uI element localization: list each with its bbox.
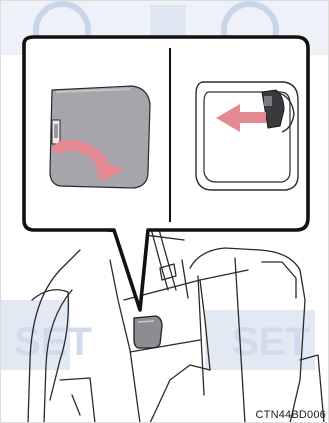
figure-code-label: CTN44BD006: [256, 409, 326, 421]
set-text-mark: SET: [232, 320, 310, 364]
fuel-lid-opening-panel: [196, 82, 298, 190]
fuel-lid-location: [134, 316, 162, 348]
fuel-lid-cover-panel: [50, 86, 150, 188]
